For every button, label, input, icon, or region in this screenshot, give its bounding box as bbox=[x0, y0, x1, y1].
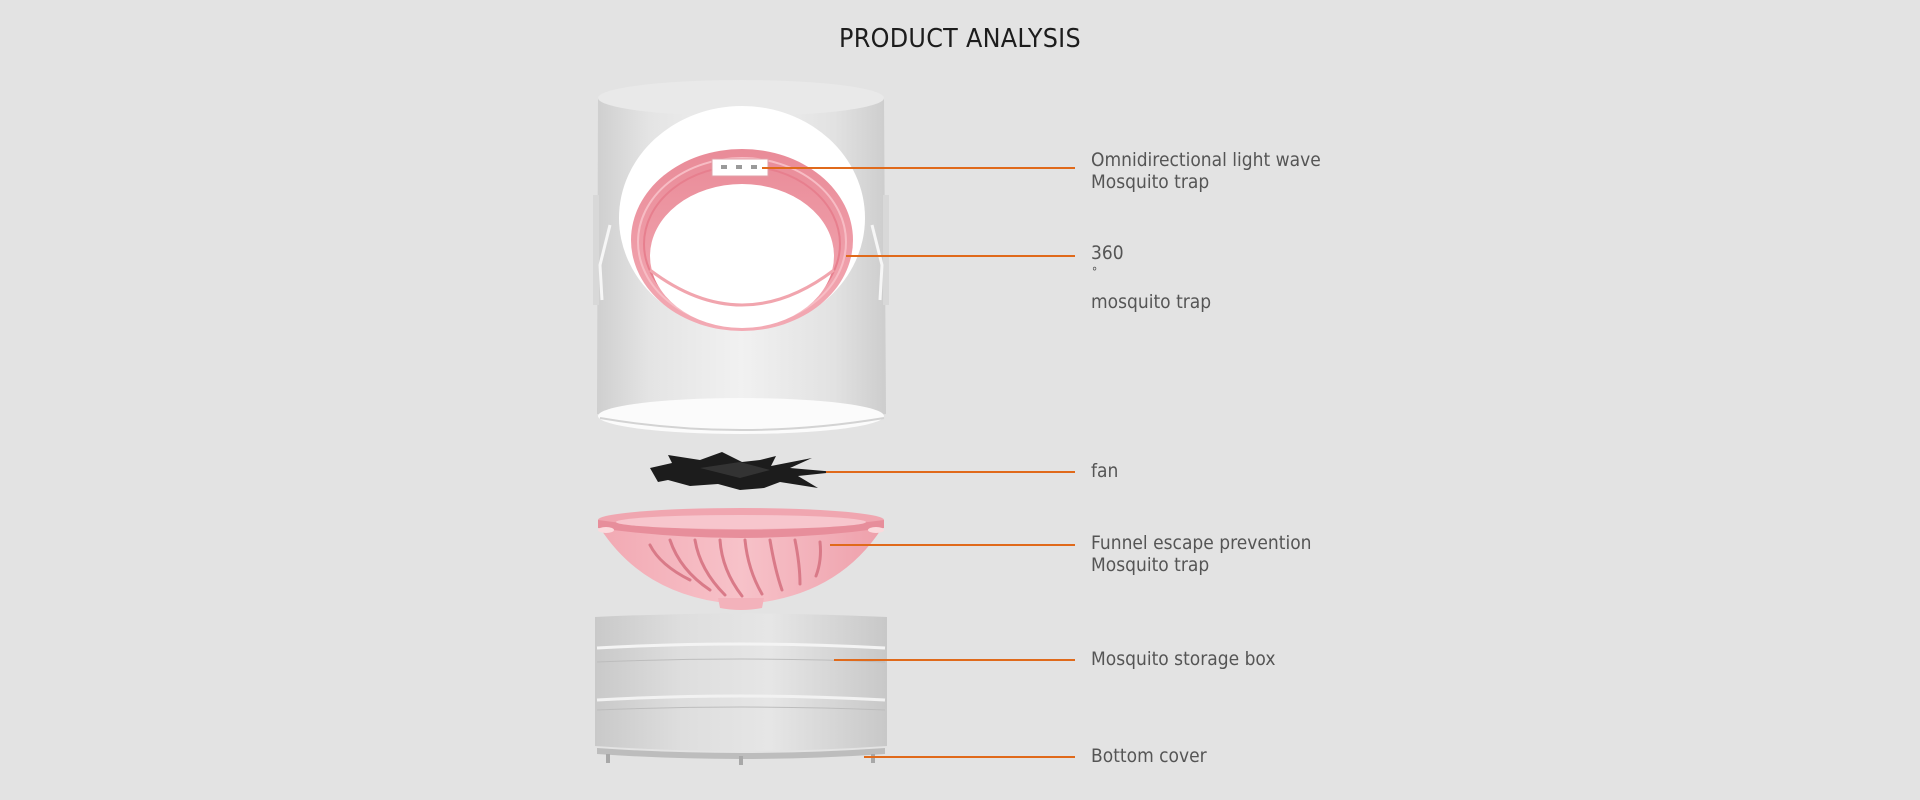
label-bottom-cover: Bottom cover bbox=[1091, 745, 1207, 767]
label-light-wave-trap: Omnidirectional light wave Mosquito trap bbox=[1091, 149, 1321, 193]
top-cylinder bbox=[593, 80, 889, 434]
leader-lines bbox=[762, 167, 1075, 758]
label-360-trap: 360°mosquito trap bbox=[1091, 242, 1212, 314]
funnel-illustration bbox=[598, 508, 884, 610]
label-fan: fan bbox=[1091, 460, 1119, 482]
page-title: PRODUCT ANALYSIS bbox=[839, 24, 1081, 54]
label-storage-box: Mosquito storage box bbox=[1091, 648, 1276, 670]
storage-box-illustration bbox=[595, 613, 887, 765]
fan-illustration bbox=[650, 452, 836, 490]
label-funnel-trap: Funnel escape prevention Mosquito trap bbox=[1091, 532, 1312, 576]
